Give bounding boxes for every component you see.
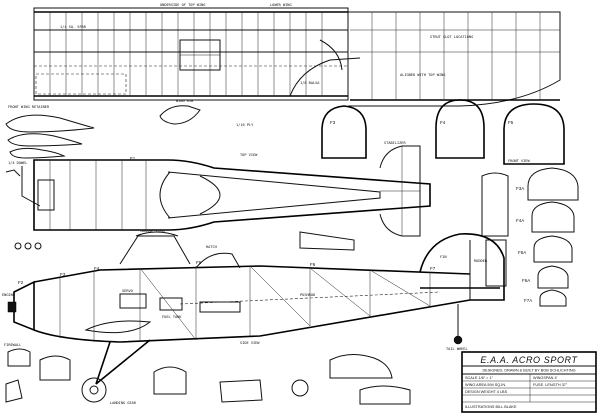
note: SIDE VIEW — [240, 341, 260, 345]
station-label: F3 — [60, 272, 66, 277]
formers — [321, 99, 579, 307]
station-labels: F1 F2 F3 F4 F5 F6 F7 F3 F4 F5 F3A F4A F5… — [18, 120, 532, 303]
lower-wing-plan — [289, 11, 561, 107]
note: ALIGNED WITH TOP WING — [400, 73, 445, 77]
former-label: F3A — [516, 186, 524, 191]
note: 1/16 PLY — [236, 123, 254, 127]
note: FIN — [440, 255, 447, 259]
note: 1/4 DOWEL — [8, 161, 27, 165]
note: UNDERSIDE OF TOP WING — [160, 3, 205, 7]
plan-notes: UNDERSIDE OF TOP WING LOWER WING STRUT S… — [2, 3, 530, 405]
former-label: F3 — [330, 120, 336, 125]
scale-line: SCALE 1/6" = 1" — [465, 376, 494, 380]
wing-area-line: WING AREA 594 SQ.IN. — [465, 383, 506, 387]
note: WING RIB — [176, 99, 193, 103]
wing-rib-templates — [5, 105, 201, 250]
station-label: F6 — [310, 262, 316, 267]
illustrations-line: ILLUSTRATIONS BILL BLAKE — [465, 405, 517, 409]
note: FRONT VIEW — [508, 159, 530, 163]
former-label: F4A — [516, 218, 524, 223]
former-label: F7A — [524, 298, 532, 303]
note: LOWER WING — [270, 3, 292, 7]
wingspan-line: WINGSPAN 4' — [533, 376, 558, 380]
fuselage-side-view — [7, 231, 505, 403]
designer-line: DESIGNED, DRAWN & BUILT BY BOB SCHLICHTI… — [482, 369, 575, 373]
former-label: F4 — [440, 120, 446, 125]
note: STRUT SLOT LOCATIONS — [430, 35, 473, 39]
former-label: F6A — [522, 278, 530, 283]
station-label: F5 — [196, 260, 202, 265]
note: CABANE STRUT — [140, 229, 167, 233]
title-block: E.A.A. ACRO SPORT DESIGNED, DRAWN & BUIL… — [461, 351, 597, 413]
design-weight-line: DESIGN WEIGHT 4 LBS — [465, 390, 508, 394]
top-wing-plan — [33, 7, 349, 101]
station-label: F2 — [18, 280, 24, 285]
station-label: F4 — [94, 266, 100, 271]
note: TAIL WHEEL — [446, 347, 468, 351]
note: FIREWALL — [4, 343, 21, 347]
former-label: F5 — [508, 120, 514, 125]
note: ENGINE — [2, 293, 15, 297]
note: FUEL TANK — [162, 315, 182, 319]
note: LANDING GEAR — [110, 401, 137, 405]
station-label: F7 — [430, 266, 436, 271]
note: FRONT WING RETAINER — [8, 105, 50, 109]
small-parts — [5, 348, 411, 405]
note: SERVO — [122, 289, 133, 293]
note: PUSHROD — [300, 293, 315, 297]
note: 1/4 SQ. SPAR — [60, 25, 87, 29]
note: HATCH — [206, 245, 217, 249]
note: RUDDER — [474, 259, 488, 263]
plan-title: E.A.A. ACRO SPORT — [480, 355, 578, 365]
fuselage-top-view — [33, 159, 431, 231]
stabilizer-plan — [299, 145, 421, 251]
note: STABILIZER — [384, 141, 406, 145]
note: 1/8 BALSA — [300, 81, 320, 85]
note: TOP VIEW — [240, 153, 258, 157]
station-label: F1 — [130, 156, 136, 161]
former-label: F5A — [518, 250, 526, 255]
fuselage-length-line: FUSE. LENGTH 37" — [533, 383, 568, 387]
